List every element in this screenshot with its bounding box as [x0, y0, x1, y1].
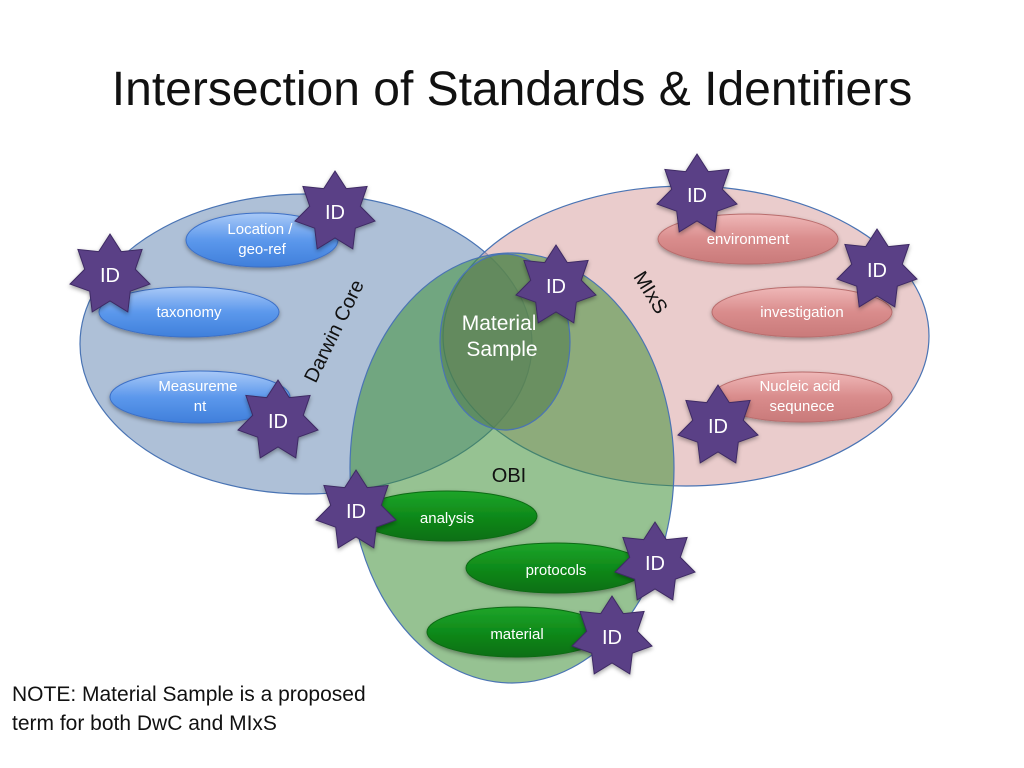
svg-text:ID: ID — [602, 627, 622, 649]
term-investigation-label: investigation — [760, 304, 843, 321]
term-measurement-line1: Measureme — [158, 378, 237, 395]
term-analysis: analysis — [356, 490, 538, 542]
svg-text:ID: ID — [268, 411, 288, 433]
term-location-line2: geo-ref — [238, 241, 286, 258]
term-investigation: investigation — [711, 286, 893, 338]
id-badge-measurement: ID — [237, 379, 319, 459]
term-material: material — [426, 606, 608, 658]
obi-label: OBI — [492, 465, 526, 487]
svg-text:ID: ID — [708, 416, 728, 438]
id-badge-investigation: ID — [836, 228, 918, 308]
term-environment-label: environment — [707, 231, 790, 248]
svg-text:Measureme nt: Measureme nt — [158, 378, 241, 415]
id-badge-material-sample: ID — [515, 244, 597, 324]
term-nucleic-line1: Nucleic acid — [759, 378, 840, 395]
term-location-line1: Location / — [227, 221, 293, 238]
material-sample-line2: Sample — [466, 338, 537, 361]
term-analysis-label: analysis — [420, 510, 474, 527]
term-nucleic-acid: Nucleic acid sequnece — [711, 371, 893, 423]
svg-text:ID: ID — [867, 260, 887, 282]
svg-text:ID: ID — [346, 501, 366, 523]
svg-text:ID: ID — [645, 553, 665, 575]
term-nucleic-line2: sequnece — [769, 398, 834, 415]
id-badge-location: ID — [294, 170, 376, 250]
svg-text:ID: ID — [100, 265, 120, 287]
term-protocols-label: protocols — [526, 562, 587, 579]
svg-text:ID: ID — [546, 276, 566, 298]
id-badge-taxonomy: ID — [69, 233, 151, 313]
footnote-line1: NOTE: Material Sample is a proposed — [12, 683, 366, 706]
svg-text:Nucleic acid sequnece: Nucleic acid sequnece — [759, 378, 844, 415]
id-badge-material: ID — [571, 595, 653, 675]
term-location: Location / geo-ref — [185, 212, 339, 268]
page-title: Intersection of Standards & Identifiers — [111, 63, 913, 116]
term-taxonomy: taxonomy — [98, 286, 280, 338]
svg-text:Location / geo-ref: Location / geo-ref — [227, 221, 296, 258]
svg-text:ID: ID — [687, 185, 707, 207]
footnote: NOTE: Material Sample is a proposed term… — [12, 680, 432, 738]
id-badge-nucleic-acid: ID — [677, 384, 759, 464]
footnote-line2: term for both DwC and MIxS — [12, 712, 277, 735]
id-badge-protocols: ID — [614, 521, 696, 601]
term-taxonomy-label: taxonomy — [156, 304, 222, 321]
term-environment: environment — [657, 213, 839, 265]
svg-text:ID: ID — [325, 202, 345, 224]
id-badge-analysis: ID — [315, 469, 397, 549]
material-sample-line1: Material — [462, 312, 537, 335]
id-badge-environment: ID — [656, 153, 738, 233]
material-sample-label: Material Sample — [462, 312, 543, 361]
term-material-label: material — [490, 626, 543, 643]
term-measurement: Measureme nt — [109, 370, 291, 424]
term-measurement-line2: nt — [194, 398, 207, 415]
